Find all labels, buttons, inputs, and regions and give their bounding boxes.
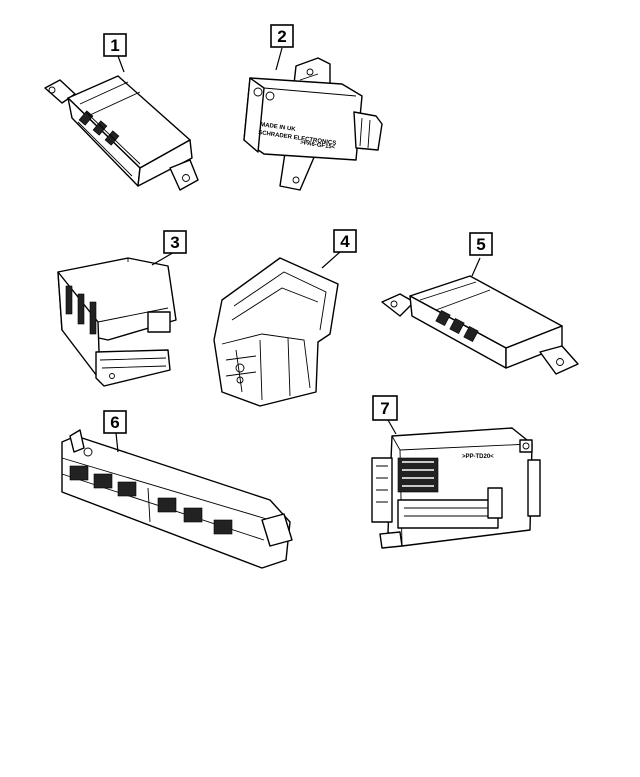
callout-1: 1 [103,33,127,57]
callout-6: 6 [103,410,127,434]
part-4-bracket [213,257,339,407]
part-1-module [44,75,199,191]
part-7-code-label: >PP-TD20< [462,454,494,460]
callout-7-label: 7 [380,399,389,418]
callout-2: 2 [270,24,294,48]
part-2-code-label: >PA6-GF15< [300,140,336,151]
part-6-fuse-block [61,429,293,569]
callout-7: 7 [372,395,398,421]
part-3-module [57,257,177,387]
callout-5: 5 [469,232,493,256]
callout-3: 3 [163,230,187,254]
callout-6-label: 6 [110,413,119,432]
callout-4-label: 4 [340,232,350,251]
callout-3-label: 3 [170,233,179,252]
callout-5-label: 5 [476,235,485,254]
part-5-module [381,275,579,375]
callout-2-label: 2 [277,27,286,46]
callout-4: 4 [333,229,357,253]
part-2-made-in-label: MADE IN UK [260,122,297,133]
part-7-module: >PP-TD20< [371,427,541,549]
part-2-sensor-module: MADE IN UK SCHRADER ELECTRONICS >PA6-GF1… [243,57,383,191]
callout-1-label: 1 [110,36,119,55]
